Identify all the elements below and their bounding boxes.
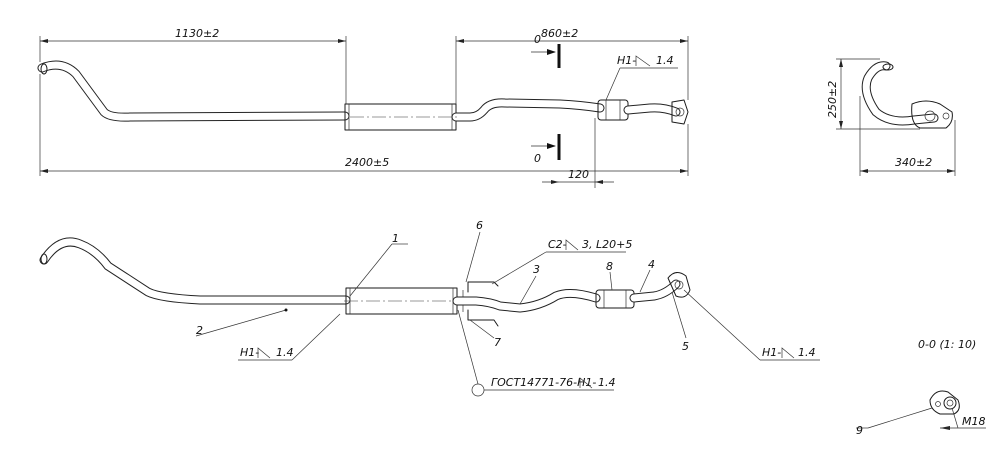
callout-3-label: 3 (533, 263, 540, 276)
callout-5-label: 5 (682, 340, 689, 353)
callout-7-leader (469, 319, 495, 339)
top-view: 1130±2 860±2 0 0 H1- 1.4 2400±5 120 (37, 27, 689, 188)
section-view-bore (943, 396, 957, 410)
weld-note-label: H1- (617, 54, 636, 67)
top-view-flange (671, 99, 689, 125)
clamp-note-leader (491, 251, 547, 285)
thread-label: M18 (962, 415, 986, 428)
dim-340-label: 340±2 (895, 156, 932, 169)
side-view-flange (911, 100, 953, 129)
callout-4-leader (639, 269, 651, 293)
top-view-rear-pipe-inner (452, 99, 604, 121)
weld-right-label: H1- (762, 346, 781, 359)
callout-9-label: 9 (856, 424, 863, 437)
weld-right-leader (683, 289, 761, 361)
callout-8-leader (609, 271, 613, 291)
weld-left-size: 1.4 (276, 346, 294, 359)
weld-note-leader (605, 67, 621, 101)
assembly-hanger-bottom (467, 309, 499, 327)
section-view-bore-inner (946, 399, 954, 407)
assembly-view: 1 2 H1- 1.4 6 C2- 3, L20+5 3 8 4 5 H (39, 219, 820, 397)
gost-note-circle (471, 383, 485, 397)
callout-1-label: 1 (392, 232, 399, 245)
dim-250-arrows (839, 59, 843, 129)
dim-860-label: 860±2 (541, 27, 578, 40)
gost-note-size: 1.4 (598, 376, 616, 389)
side-view-pipe-inner (862, 62, 938, 125)
section-mark-top-label: 0 (534, 33, 541, 46)
assembly-flex-section (595, 289, 635, 309)
section-view-title: 0-0 (1: 10) (918, 338, 976, 351)
assembly-rear-pipe-inner (453, 289, 600, 312)
weld-note-symbol (635, 55, 651, 67)
assembly-outlet-pipe-inner (630, 280, 680, 302)
section-view: 0-0 (1: 10) 9 M18 (856, 338, 986, 437)
section-mark-bottom-arrowhead (547, 143, 556, 149)
weld-right-symbol (781, 347, 795, 359)
side-view-flange-bolt (942, 112, 950, 120)
dim-250-label: 250±2 (826, 81, 839, 118)
weld-right-size: 1.4 (798, 346, 816, 359)
top-view-outlet-pipe-inner (624, 104, 680, 116)
gost-note-leader (457, 309, 479, 385)
weld-left-label: H1- (240, 346, 259, 359)
callout-7-label: 7 (494, 336, 501, 349)
callout-3-leader (519, 275, 537, 305)
clamp-note-label: C2- (548, 238, 567, 251)
clamp-note-spec: 3, L20+5 (582, 238, 632, 251)
callout-1-leader (349, 243, 393, 297)
clamp-note-symbol (565, 239, 579, 251)
top-view-inlet-end (40, 63, 48, 75)
thread-leader (951, 407, 959, 429)
callout-2-label: 2 (196, 324, 203, 337)
side-view: 250±2 340±2 (826, 58, 956, 176)
callout-6-leader (465, 231, 481, 283)
top-view-pipe-inner (38, 61, 349, 121)
gost-note-label: ГОСТ14771-76-H1- (491, 376, 596, 389)
side-view-flange-hole (924, 110, 936, 122)
assembly-flange-hole (674, 280, 684, 290)
callout-6-label: 6 (476, 219, 483, 232)
callout-8-label: 8 (606, 260, 613, 273)
weld-left-leader (291, 313, 341, 361)
section-view-bolt (935, 401, 941, 407)
assembly-inlet-end (40, 253, 48, 265)
dim-1130-label: 1130±2 (175, 27, 219, 40)
section-mark-top-arrowhead (547, 49, 556, 55)
weld-note-size: 1.4 (656, 54, 674, 67)
dim-2400-label: 2400±5 (345, 156, 389, 169)
side-view-inlet-end (882, 63, 894, 71)
dim-120-label: 120 (568, 168, 589, 181)
callout-2-leader (195, 309, 287, 337)
top-view-flange-hole (675, 107, 685, 117)
section-view-flange (929, 390, 960, 415)
assembly-pipe-inner (40, 238, 350, 304)
gost-note-symbol (579, 377, 593, 389)
assembly-flange (667, 272, 691, 298)
callout-2-dot (284, 308, 288, 312)
weld-left-symbol (257, 347, 271, 359)
callout-5-leader (671, 291, 687, 339)
assembly-hanger-top (467, 281, 499, 293)
section-mark-bottom-label: 0 (534, 152, 541, 165)
callout-4-label: 4 (648, 258, 655, 271)
callout-9-leader (867, 407, 933, 429)
